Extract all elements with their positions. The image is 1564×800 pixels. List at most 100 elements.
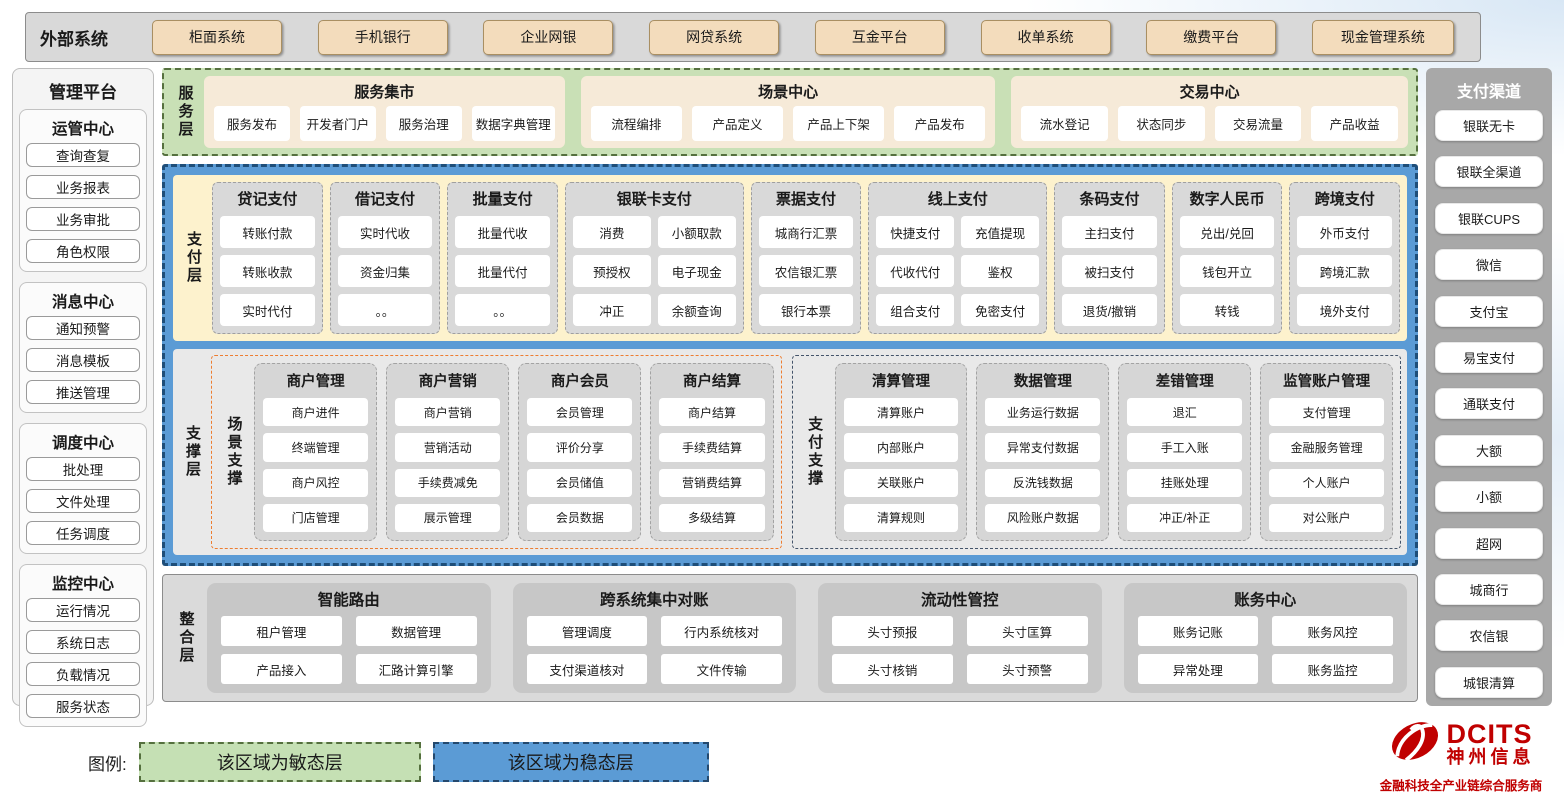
payment-item-button[interactable]: 农信银汇票 bbox=[759, 255, 854, 287]
management-item-button[interactable]: 运行情况 bbox=[26, 598, 140, 622]
service-item-button[interactable]: 服务发布 bbox=[214, 106, 290, 141]
service-item-button[interactable]: 产品发布 bbox=[894, 106, 985, 141]
management-item-button[interactable]: 服务状态 bbox=[26, 694, 140, 718]
external-system-button[interactable]: 现金管理系统 bbox=[1312, 20, 1454, 55]
payment-channel-button[interactable]: 农信银 bbox=[1435, 620, 1543, 651]
external-system-button[interactable]: 网贷系统 bbox=[649, 20, 779, 55]
integration-item-button[interactable]: 账务监控 bbox=[1272, 654, 1393, 684]
payment-item-button[interactable]: 实时代付 bbox=[220, 294, 315, 326]
payment-item-button[interactable]: 余额查询 bbox=[658, 294, 736, 326]
support-item-button[interactable]: 手续费结算 bbox=[659, 433, 764, 461]
integration-item-button[interactable]: 产品接入 bbox=[221, 654, 342, 684]
support-item-button[interactable]: 评价分享 bbox=[527, 433, 632, 461]
service-item-button[interactable]: 服务治理 bbox=[386, 106, 462, 141]
payment-channel-button[interactable]: 城银清算 bbox=[1435, 667, 1543, 698]
integration-item-button[interactable]: 头寸预报 bbox=[832, 616, 953, 646]
management-item-button[interactable]: 业务审批 bbox=[26, 207, 140, 231]
integration-item-button[interactable]: 行内系统核对 bbox=[661, 616, 782, 646]
payment-item-button[interactable]: 冲正 bbox=[573, 294, 651, 326]
payment-item-button[interactable]: 组合支付 bbox=[876, 294, 954, 326]
service-item-button[interactable]: 流水登记 bbox=[1021, 106, 1108, 141]
payment-item-button[interactable]: 主扫支付 bbox=[1062, 216, 1157, 248]
management-item-button[interactable]: 批处理 bbox=[26, 457, 140, 481]
service-item-button[interactable]: 开发者门户 bbox=[300, 106, 376, 141]
integration-item-button[interactable]: 头寸匡算 bbox=[967, 616, 1088, 646]
payment-item-button[interactable]: 转账付款 bbox=[220, 216, 315, 248]
payment-item-button[interactable]: 鉴权 bbox=[961, 255, 1039, 287]
service-item-button[interactable]: 流程编排 bbox=[591, 106, 682, 141]
payment-item-button[interactable]: 外币支付 bbox=[1297, 216, 1392, 248]
payment-item-button[interactable]: 兑出/兑回 bbox=[1180, 216, 1275, 248]
payment-item-button[interactable]: 电子现金 bbox=[658, 255, 736, 287]
support-item-button[interactable]: 清算规则 bbox=[844, 504, 959, 532]
support-item-button[interactable]: 挂账处理 bbox=[1127, 469, 1242, 497]
payment-item-button[interactable]: 境外支付 bbox=[1297, 294, 1392, 326]
external-system-button[interactable]: 缴费平台 bbox=[1146, 20, 1276, 55]
support-item-button[interactable]: 会员管理 bbox=[527, 398, 632, 426]
payment-item-button[interactable]: 批量代收 bbox=[455, 216, 550, 248]
payment-channel-button[interactable]: 银联无卡 bbox=[1435, 110, 1543, 141]
integration-item-button[interactable]: 汇路计算引擎 bbox=[356, 654, 477, 684]
management-item-button[interactable]: 文件处理 bbox=[26, 489, 140, 513]
service-item-button[interactable]: 产品上下架 bbox=[793, 106, 884, 141]
management-item-button[interactable]: 推送管理 bbox=[26, 380, 140, 404]
payment-item-button[interactable]: 资金归集 bbox=[338, 255, 433, 287]
support-item-button[interactable]: 风险账户数据 bbox=[985, 504, 1100, 532]
integration-item-button[interactable]: 租户管理 bbox=[221, 616, 342, 646]
payment-channel-button[interactable]: 微信 bbox=[1435, 249, 1543, 280]
payment-item-button[interactable]: 消费 bbox=[573, 216, 651, 248]
support-item-button[interactable]: 清算账户 bbox=[844, 398, 959, 426]
support-item-button[interactable]: 终端管理 bbox=[263, 433, 368, 461]
support-item-button[interactable]: 商户结算 bbox=[659, 398, 764, 426]
external-system-button[interactable]: 企业网银 bbox=[483, 20, 613, 55]
integration-item-button[interactable]: 头寸核销 bbox=[832, 654, 953, 684]
integration-item-button[interactable]: 账务风控 bbox=[1272, 616, 1393, 646]
integration-item-button[interactable]: 支付渠道核对 bbox=[527, 654, 648, 684]
payment-item-button[interactable]: 充值提现 bbox=[961, 216, 1039, 248]
management-item-button[interactable]: 查询查复 bbox=[26, 143, 140, 167]
payment-item-button[interactable]: 转账收款 bbox=[220, 255, 315, 287]
support-item-button[interactable]: 多级结算 bbox=[659, 504, 764, 532]
payment-item-button[interactable]: 跨境汇款 bbox=[1297, 255, 1392, 287]
support-item-button[interactable]: 手工入账 bbox=[1127, 433, 1242, 461]
payment-item-button[interactable]: 实时代收 bbox=[338, 216, 433, 248]
management-item-button[interactable]: 角色权限 bbox=[26, 239, 140, 263]
payment-item-button[interactable]: 城商行汇票 bbox=[759, 216, 854, 248]
external-system-button[interactable]: 互金平台 bbox=[815, 20, 945, 55]
payment-item-button[interactable]: 银行本票 bbox=[759, 294, 854, 326]
payment-channel-button[interactable]: 通联支付 bbox=[1435, 388, 1543, 419]
payment-channel-button[interactable]: 城商行 bbox=[1435, 574, 1543, 605]
payment-item-button[interactable]: 。。 bbox=[338, 294, 433, 326]
support-item-button[interactable]: 商户进件 bbox=[263, 398, 368, 426]
payment-channel-button[interactable]: 银联CUPS bbox=[1435, 203, 1543, 234]
payment-channel-button[interactable]: 小额 bbox=[1435, 481, 1543, 512]
payment-channel-button[interactable]: 超网 bbox=[1435, 528, 1543, 559]
payment-item-button[interactable]: 快捷支付 bbox=[876, 216, 954, 248]
external-system-button[interactable]: 收单系统 bbox=[981, 20, 1111, 55]
support-item-button[interactable]: 营销活动 bbox=[395, 433, 500, 461]
payment-item-button[interactable]: 代收代付 bbox=[876, 255, 954, 287]
support-item-button[interactable]: 反洗钱数据 bbox=[985, 469, 1100, 497]
integration-item-button[interactable]: 数据管理 bbox=[356, 616, 477, 646]
management-item-button[interactable]: 通知预警 bbox=[26, 316, 140, 340]
support-item-button[interactable]: 关联账户 bbox=[844, 469, 959, 497]
support-item-button[interactable]: 对公账户 bbox=[1269, 504, 1384, 532]
payment-channel-button[interactable]: 银联全渠道 bbox=[1435, 156, 1543, 187]
support-item-button[interactable]: 会员储值 bbox=[527, 469, 632, 497]
payment-channel-button[interactable]: 支付宝 bbox=[1435, 296, 1543, 327]
service-item-button[interactable]: 产品收益 bbox=[1311, 106, 1398, 141]
payment-item-button[interactable]: 小额取款 bbox=[658, 216, 736, 248]
support-item-button[interactable]: 个人账户 bbox=[1269, 469, 1384, 497]
support-item-button[interactable]: 商户营销 bbox=[395, 398, 500, 426]
payment-item-button[interactable]: 被扫支付 bbox=[1062, 255, 1157, 287]
management-item-button[interactable]: 业务报表 bbox=[26, 175, 140, 199]
support-item-button[interactable]: 冲正/补正 bbox=[1127, 504, 1242, 532]
integration-item-button[interactable]: 管理调度 bbox=[527, 616, 648, 646]
support-item-button[interactable]: 支付管理 bbox=[1269, 398, 1384, 426]
integration-item-button[interactable]: 账务记账 bbox=[1138, 616, 1259, 646]
support-item-button[interactable]: 异常支付数据 bbox=[985, 433, 1100, 461]
integration-item-button[interactable]: 文件传输 bbox=[661, 654, 782, 684]
support-item-button[interactable]: 展示管理 bbox=[395, 504, 500, 532]
payment-item-button[interactable]: 批量代付 bbox=[455, 255, 550, 287]
management-item-button[interactable]: 任务调度 bbox=[26, 521, 140, 545]
